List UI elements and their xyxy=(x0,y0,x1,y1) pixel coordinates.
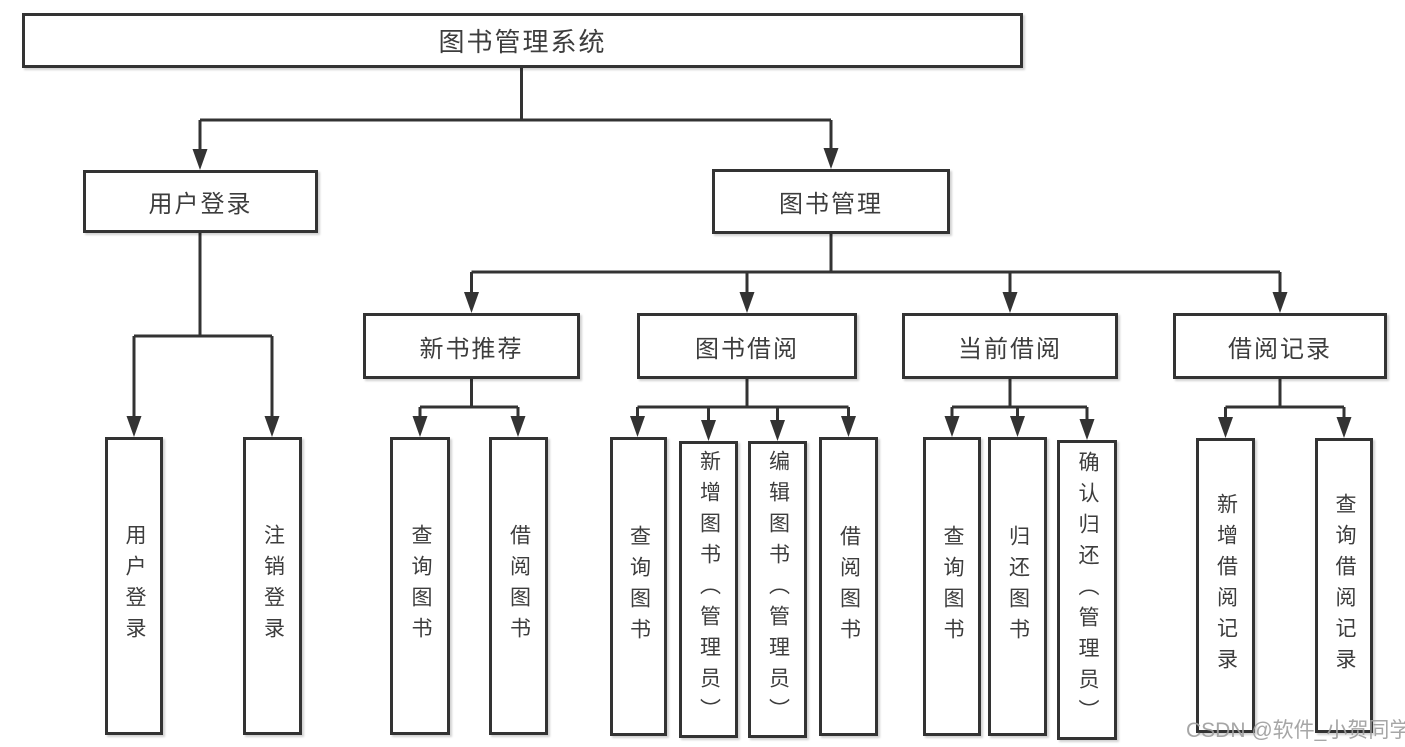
leaf-records-add-borrow-record: 新增借阅记录 xyxy=(1196,438,1255,733)
leaf-label: 查询图书 xyxy=(627,524,651,649)
leaf-borrow-edit-books-admin: 编辑图书（管理员） xyxy=(748,441,807,738)
leaf-label: 编辑图书（管理员） xyxy=(766,450,790,729)
leaf-newbook-borrow-books: 借阅图书 xyxy=(489,437,548,735)
node-label: 图书借阅 xyxy=(695,335,799,363)
leaf-label: 借阅图书 xyxy=(507,524,531,648)
arrowheads xyxy=(126,148,1352,441)
leaf-label: 注销登录 xyxy=(261,524,285,648)
node-label: 当前借阅 xyxy=(958,335,1062,363)
leaf-records-query-borrow-record: 查询借阅记录 xyxy=(1315,438,1373,733)
leaf-current-confirm-return-admin: 确认归还（管理员） xyxy=(1057,440,1117,740)
node-book-management: 图书管理 xyxy=(712,169,950,234)
leaf-label: 新增图书（管理员） xyxy=(697,450,721,729)
leaf-label: 归还图书 xyxy=(1006,524,1030,649)
node-current-borrow: 当前借阅 xyxy=(902,313,1118,379)
node-user-login: 用户登录 xyxy=(83,170,318,233)
tree-connector-path xyxy=(132,68,1346,427)
leaf-borrow-add-books-admin: 新增图书（管理员） xyxy=(679,441,738,738)
leaf-label: 借阅图书 xyxy=(837,524,861,649)
node-label: 用户登录 xyxy=(148,191,253,218)
leaf-current-query-books: 查询图书 xyxy=(923,437,981,736)
node-label: 图书管理 xyxy=(779,191,883,218)
leaf-label: 新增借阅记录 xyxy=(1214,492,1238,679)
node-label: 图书管理系统 xyxy=(438,27,607,57)
node-new-book-recommend: 新书推荐 xyxy=(363,313,580,379)
leaf-label: 查询图书 xyxy=(941,524,964,649)
leaf-borrow-query-books: 查询图书 xyxy=(610,437,667,736)
node-borrow-records: 借阅记录 xyxy=(1173,313,1387,379)
leaf-borrow-borrow-books: 借阅图书 xyxy=(819,437,878,736)
node-label: 新书推荐 xyxy=(419,335,524,363)
node-label: 借阅记录 xyxy=(1228,335,1332,363)
leaf-label: 查询借阅记录 xyxy=(1333,492,1356,679)
leaf-current-return-books: 归还图书 xyxy=(988,437,1047,736)
node-library-management-system: 图书管理系统 xyxy=(22,13,1023,68)
leaf-logout: 注销登录 xyxy=(243,437,302,735)
leaf-label: 用户登录 xyxy=(123,524,146,648)
leaf-user-login: 用户登录 xyxy=(105,437,163,735)
leaf-label: 确认归还（管理员） xyxy=(1076,450,1099,730)
node-book-borrow: 图书借阅 xyxy=(637,313,857,379)
leaf-newbook-query-books: 查询图书 xyxy=(390,437,450,735)
csdn-watermark: CSDN @软件_小贺同学 xyxy=(1186,719,1405,742)
leaf-label: 查询图书 xyxy=(409,524,432,648)
